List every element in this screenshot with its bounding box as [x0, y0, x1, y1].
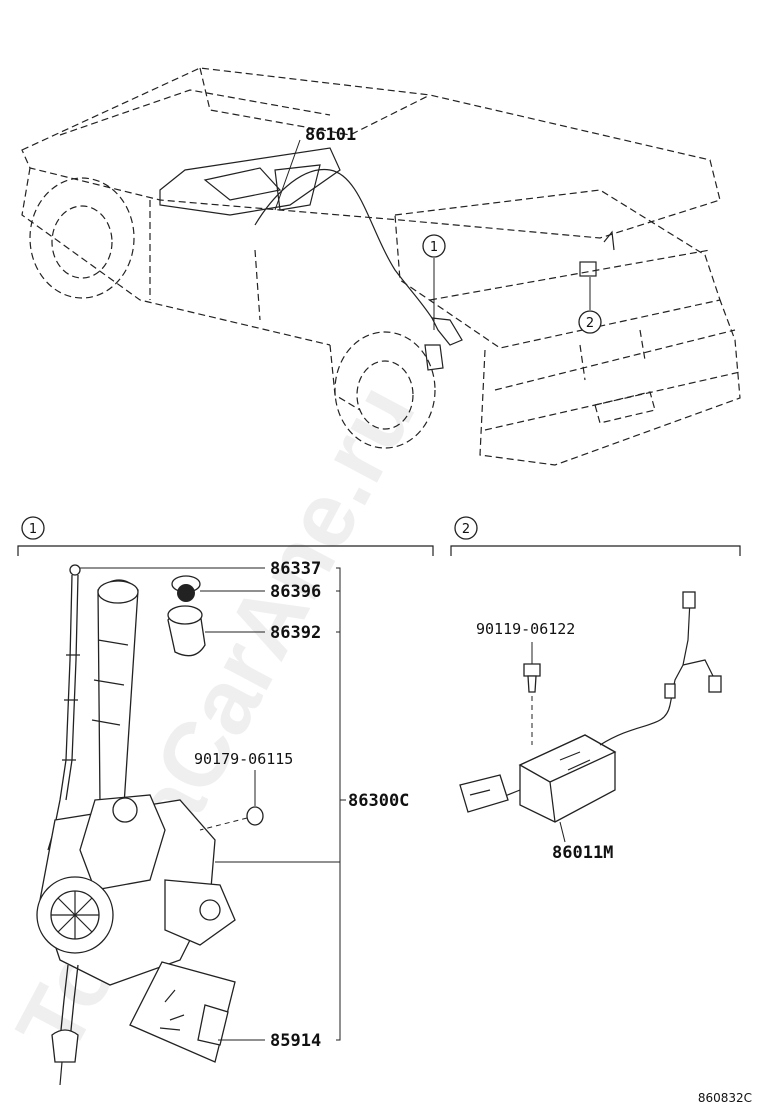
part-number-85914: 85914	[270, 1031, 321, 1051]
antenna-module-86011M	[459, 591, 722, 823]
part-number-86300C: 86300C	[348, 791, 409, 811]
harness-leader	[274, 139, 301, 211]
svg-text:2: 2	[462, 522, 470, 537]
relay-85914	[129, 961, 236, 1063]
vehicle-callout-1[interactable]: 1	[422, 234, 446, 330]
section-2-header: 2	[450, 516, 741, 556]
vehicle-outline	[21, 67, 741, 466]
part-number-90179-06115: 90179-06115	[194, 750, 293, 768]
screw-90179	[199, 806, 264, 831]
vehicle-callout-2[interactable]: 2	[578, 277, 602, 334]
module-on-vehicle	[579, 261, 597, 277]
part-number-90119-06122: 90119-06122	[476, 620, 575, 638]
antenna-cable	[254, 168, 433, 319]
part-number-86337: 86337	[270, 559, 321, 579]
diagram-code: 860832C	[698, 1091, 752, 1105]
harness-part-number: 86101	[305, 125, 356, 145]
part-number-86392: 86392	[270, 623, 321, 643]
svg-text:2: 2	[586, 316, 594, 331]
module-leader	[559, 821, 566, 843]
part-number-86396: 86396	[270, 582, 321, 602]
section-1-header: 1	[17, 516, 434, 556]
cushion-86392	[167, 605, 206, 657]
svg-text:1: 1	[29, 522, 37, 537]
grommet-86396	[171, 575, 201, 602]
svg-text:1: 1	[430, 240, 438, 255]
bolt-90119	[523, 642, 541, 745]
section-1-leaders	[80, 567, 346, 1041]
part-number-86011M: 86011M	[552, 843, 613, 863]
antenna-assembly	[36, 564, 236, 1086]
